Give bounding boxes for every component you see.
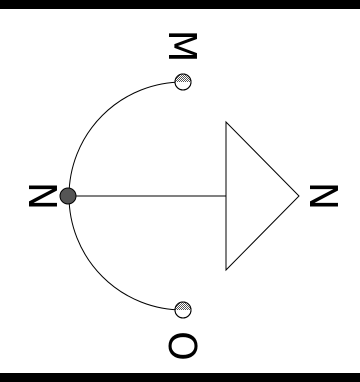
bottom-frame-bar xyxy=(0,373,360,382)
label-top: M xyxy=(160,30,204,63)
label-bottom: O xyxy=(160,331,204,361)
top-node xyxy=(174,73,192,91)
bottom-node xyxy=(174,301,192,319)
label-left: N xyxy=(20,182,64,210)
top-frame-bar xyxy=(0,0,360,9)
left-node xyxy=(59,187,77,205)
label-right: N xyxy=(301,182,345,210)
triangle-shape xyxy=(225,120,300,272)
